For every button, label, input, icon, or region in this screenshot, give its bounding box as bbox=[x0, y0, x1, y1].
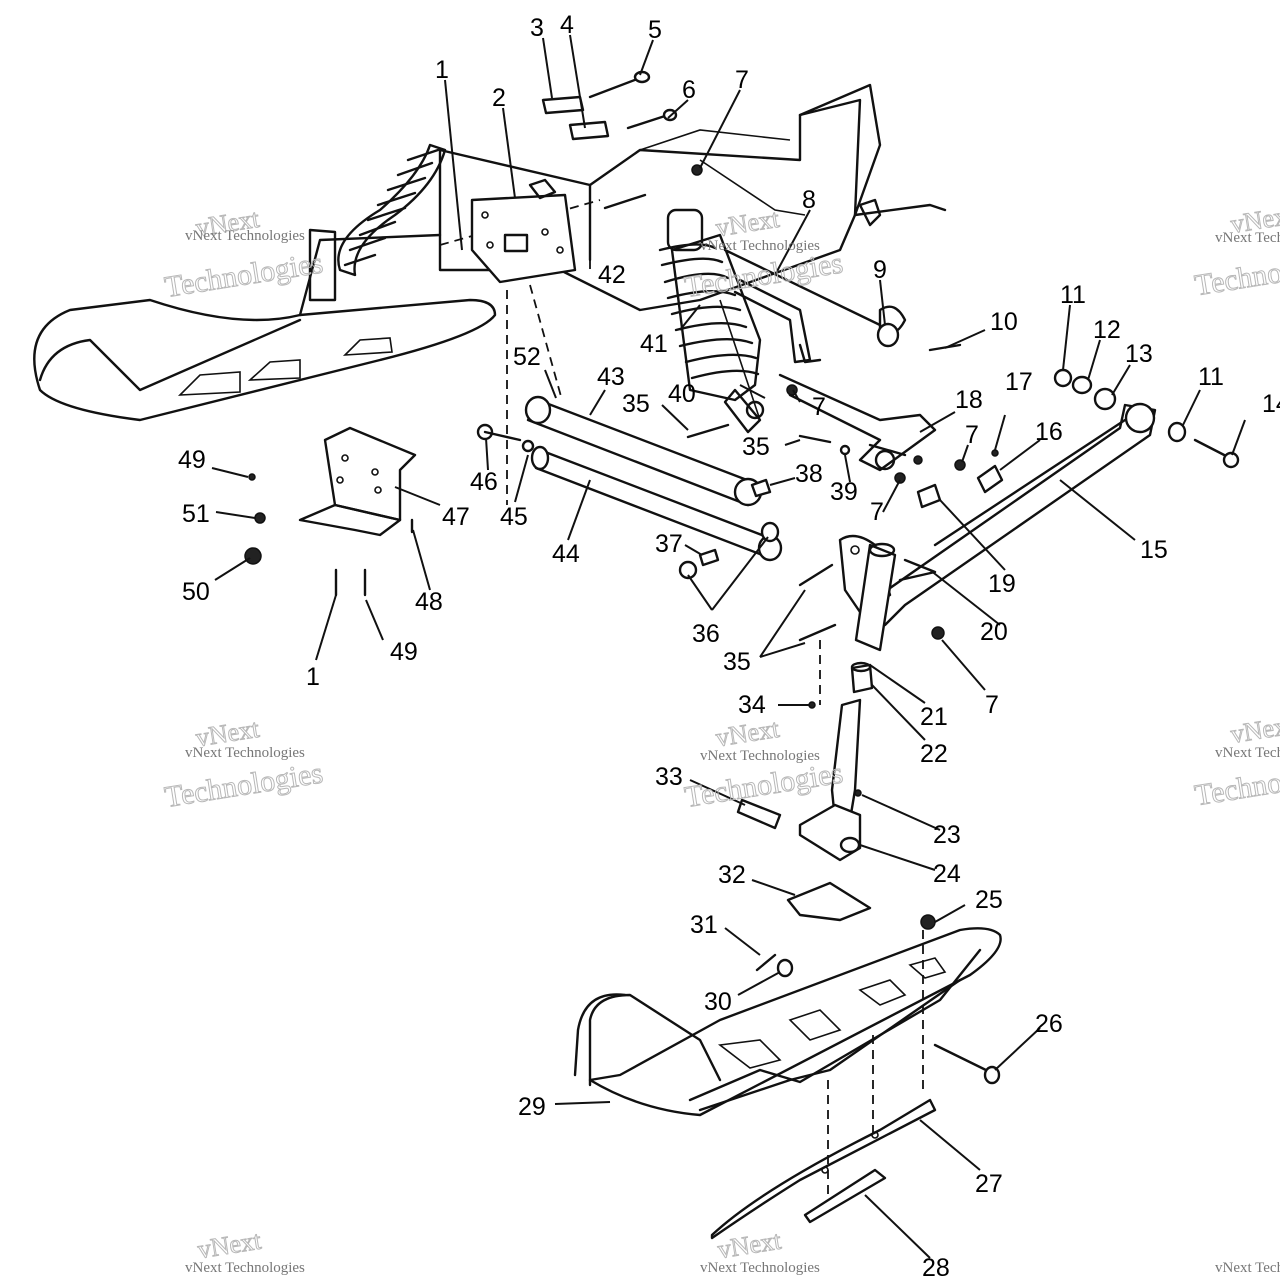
leader-lines bbox=[211, 34, 1246, 1259]
hardware bbox=[244, 70, 1240, 1085]
callout-52: 52 bbox=[513, 343, 541, 371]
callout-46: 46 bbox=[470, 468, 498, 496]
ski bbox=[573, 927, 1002, 1117]
callout-41: 41 bbox=[640, 330, 668, 358]
callout-22: 22 bbox=[920, 740, 948, 768]
callout-8: 8 bbox=[802, 186, 816, 214]
watermark-bottom-center: vNext bbox=[715, 1225, 784, 1265]
watermark-brand: vNext bbox=[714, 714, 782, 753]
callout-23: 23 bbox=[933, 821, 961, 849]
callout-27: 27 bbox=[975, 1170, 1003, 1198]
watermark-text: vNext Technologies bbox=[700, 238, 820, 254]
callout-15: 15 bbox=[1140, 536, 1168, 564]
watermark-brand: vNext bbox=[714, 204, 782, 243]
watermark-text: vNext Technologies bbox=[1215, 745, 1280, 761]
callout-7: 7 bbox=[735, 66, 749, 94]
callout-4: 4 bbox=[560, 11, 574, 39]
callout-11: 11 bbox=[1060, 281, 1086, 309]
callout-1b: 1 bbox=[306, 663, 320, 691]
watermark-text: vNext Technologies bbox=[185, 1260, 305, 1276]
callout-18: 18 bbox=[955, 386, 983, 414]
watermark-text: vNext Technologies bbox=[1215, 230, 1280, 246]
callout-37: 37 bbox=[655, 530, 683, 558]
callout-35: 35 bbox=[622, 390, 650, 418]
watermark-brand-line: Technologies bbox=[682, 756, 845, 814]
watermark-brand: vNext bbox=[1229, 710, 1280, 749]
callout-48: 48 bbox=[415, 588, 443, 616]
watermark-brand-line: Technologies bbox=[1192, 245, 1280, 303]
callout-17: 17 bbox=[1005, 368, 1033, 396]
callout-33: 33 bbox=[655, 763, 683, 791]
callout-39: 39 bbox=[830, 478, 858, 506]
watermark-brand: vNext bbox=[196, 1226, 264, 1265]
watermark-bottom-left: vNext bbox=[195, 1225, 264, 1265]
steering-linkage bbox=[719, 248, 937, 472]
callout-28: 28 bbox=[922, 1254, 950, 1280]
callout-25: 25 bbox=[975, 886, 1003, 914]
callout-7c: 7 bbox=[965, 421, 979, 449]
callout-1: 1 bbox=[435, 56, 449, 84]
spindle-assembly bbox=[798, 534, 937, 862]
callout-12: 12 bbox=[1093, 316, 1121, 344]
callout-32: 32 bbox=[718, 861, 746, 889]
callout-34: 34 bbox=[738, 691, 766, 719]
callout-40: 40 bbox=[668, 380, 696, 408]
callout-7e: 7 bbox=[985, 691, 999, 719]
callout-45: 45 bbox=[500, 503, 528, 531]
watermark-text: vNext Technologies bbox=[700, 748, 820, 764]
callout-50: 50 bbox=[182, 578, 210, 606]
callout-11b: 11 bbox=[1198, 363, 1224, 391]
callout-47: 47 bbox=[442, 503, 470, 531]
callout-42: 42 bbox=[598, 261, 626, 289]
callout-35b: 35 bbox=[742, 433, 770, 461]
callout-30: 30 bbox=[704, 988, 732, 1016]
callout-14: 14 bbox=[1262, 390, 1280, 418]
callout-19: 19 bbox=[988, 570, 1016, 598]
callout-2: 2 bbox=[492, 84, 506, 112]
callout-51: 51 bbox=[182, 500, 210, 528]
callout-6: 6 bbox=[682, 76, 696, 104]
watermark-text: vNext Technologies bbox=[185, 228, 305, 244]
callout-24: 24 bbox=[933, 860, 961, 888]
watermark-brand-line: Technologies bbox=[162, 756, 325, 814]
callout-10: 10 bbox=[990, 308, 1018, 336]
upper-a-arm bbox=[524, 395, 763, 507]
callout-49: 49 bbox=[178, 446, 206, 474]
background-ski-assembly bbox=[33, 143, 497, 422]
watermark-text: vNext Technologies bbox=[185, 745, 305, 761]
callout-43: 43 bbox=[597, 363, 625, 391]
callout-20: 20 bbox=[980, 618, 1008, 646]
shock-absorber bbox=[658, 208, 765, 434]
callout-49b: 49 bbox=[390, 638, 418, 666]
watermark-brand-line: Technologies bbox=[162, 246, 325, 304]
callout-29: 29 bbox=[518, 1093, 546, 1121]
callout-26: 26 bbox=[1035, 1010, 1063, 1038]
callout-31: 31 bbox=[690, 911, 718, 939]
mounting-plate bbox=[470, 178, 577, 284]
callout-5: 5 bbox=[648, 16, 662, 44]
watermark-brand: vNext bbox=[716, 1226, 784, 1265]
callout-16: 16 bbox=[1035, 418, 1063, 446]
callout-labels: 1 2 3 4 5 6 7 42 8 41 9 10 11 12 13 11 1… bbox=[178, 11, 1280, 1280]
watermark-text: vNext Technologies bbox=[1215, 1260, 1280, 1276]
callout-7d: 7 bbox=[870, 498, 884, 526]
assembly-dashed-lines bbox=[506, 284, 924, 1200]
callout-35c: 35 bbox=[723, 648, 751, 676]
wear-bar bbox=[710, 1098, 937, 1240]
callout-21: 21 bbox=[920, 703, 948, 731]
watermark-brand-line: Technologies bbox=[1192, 755, 1280, 813]
callout-7b: 7 bbox=[812, 393, 826, 421]
callout-13: 13 bbox=[1125, 340, 1153, 368]
callout-36: 36 bbox=[692, 620, 720, 648]
watermark-top-left: vNext Technologies bbox=[162, 203, 326, 304]
watermark-text: vNext Technologies bbox=[700, 1260, 820, 1276]
callout-38: 38 bbox=[795, 460, 823, 488]
watermark-top-right: vNext Technologies bbox=[1192, 200, 1280, 303]
callout-44: 44 bbox=[552, 540, 580, 568]
callout-3: 3 bbox=[530, 14, 544, 42]
callout-9: 9 bbox=[873, 256, 887, 284]
